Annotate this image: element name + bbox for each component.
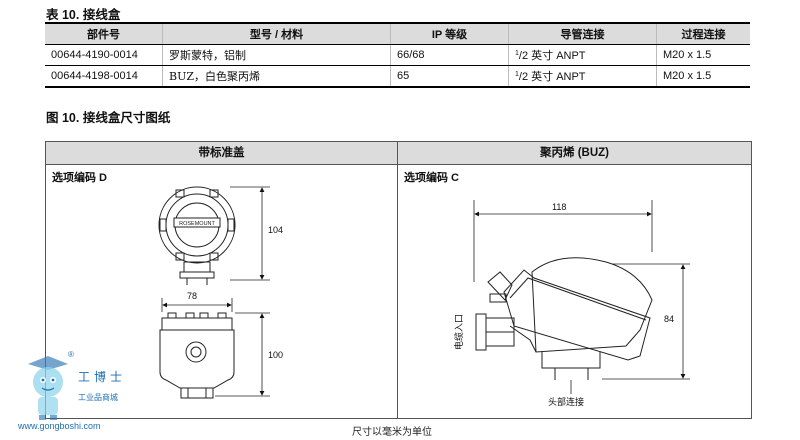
col-header-conduit: 导管连接 [508,22,657,45]
cell-ip: 66/68 [390,44,509,66]
mascot-logo-icon [28,356,68,420]
cable-entry-label: 电缆入口 [453,314,464,350]
nameplate-text: ROSEMOUNT [179,221,215,227]
dim-100-label: 100 [268,350,283,360]
dim-104-label: 104 [268,225,283,235]
dim-118-label: 118 [552,202,566,212]
units-caption: 尺寸以毫米为单位 [352,427,432,438]
junction-box-table: 部件号 型号 / 材料 IP 等级 导管连接 过程连接 00644-4190-0… [45,22,750,88]
drawing-frame: 带标准盖 聚丙烯 (BUZ) 选项编码 D 选项编码 C [45,141,752,419]
right-panel-header: 聚丙烯 (BUZ) [398,142,751,165]
table-title: 表 10. 接线盒 [46,8,121,22]
conduit-rest: /2 英寸 ANPT [518,71,586,83]
head-connection-label: 头部连接 [548,396,584,407]
buz-head-drawing [475,257,653,380]
cell-part: 00644-4198-0014 [45,65,163,88]
conduit-numerator: 1 [515,50,519,57]
panel-divider [397,142,398,418]
left-panel-header: 带标准盖 [46,142,397,165]
dim-78-label: 78 [187,291,197,301]
table-row: 00644-4198-0014 BUZ，白色聚丙烯 65 1/2 英寸 ANPT… [45,65,750,88]
col-header-ip: IP 等级 [390,22,509,45]
cell-conduit: 1/2 英寸 ANPT [508,44,657,66]
cell-process: M20 x 1.5 [656,44,750,66]
dim-84-line [602,263,690,380]
registered-mark: ® [68,350,74,359]
cell-ip: 65 [390,65,509,88]
cell-process: M20 x 1.5 [656,65,750,88]
cell-conduit: 1/2 英寸 ANPT [508,65,657,88]
col-header-part: 部件号 [45,22,163,45]
conduit-numerator: 1 [515,71,519,78]
cell-model: BUZ，白色聚丙烯 [162,65,391,88]
table-row: 00644-4190-0014 罗斯蒙特，铝制 66/68 1/2 英寸 ANP… [45,44,750,66]
col-header-model: 型号 / 材料 [162,22,391,45]
watermark-subtitle: 工业品商城 [78,393,118,402]
aluminium-head-top-view [158,186,236,285]
left-option-code: 选项编码 D [52,172,107,184]
watermark-brand: 工博士 [78,370,127,384]
watermark-url: www.gongboshi.com [18,421,101,431]
dim-104-line [230,186,270,281]
cell-model: 罗斯蒙特，铝制 [162,44,391,66]
conduit-rest: /2 英寸 ANPT [518,50,586,62]
aluminium-head-side-view [159,312,235,399]
figure-title: 图 10. 接线盒尺寸图纸 [46,111,171,125]
cell-part: 00644-4190-0014 [45,44,163,66]
table-header-row: 部件号 型号 / 材料 IP 等级 导管连接 过程连接 [45,22,750,45]
right-option-code: 选项编码 C [404,172,459,184]
dim-118-line [473,200,653,282]
col-header-process: 过程连接 [656,22,750,45]
dim-84-label: 84 [664,314,674,324]
dim-78-line [161,298,233,312]
dim-100-line [215,312,270,397]
